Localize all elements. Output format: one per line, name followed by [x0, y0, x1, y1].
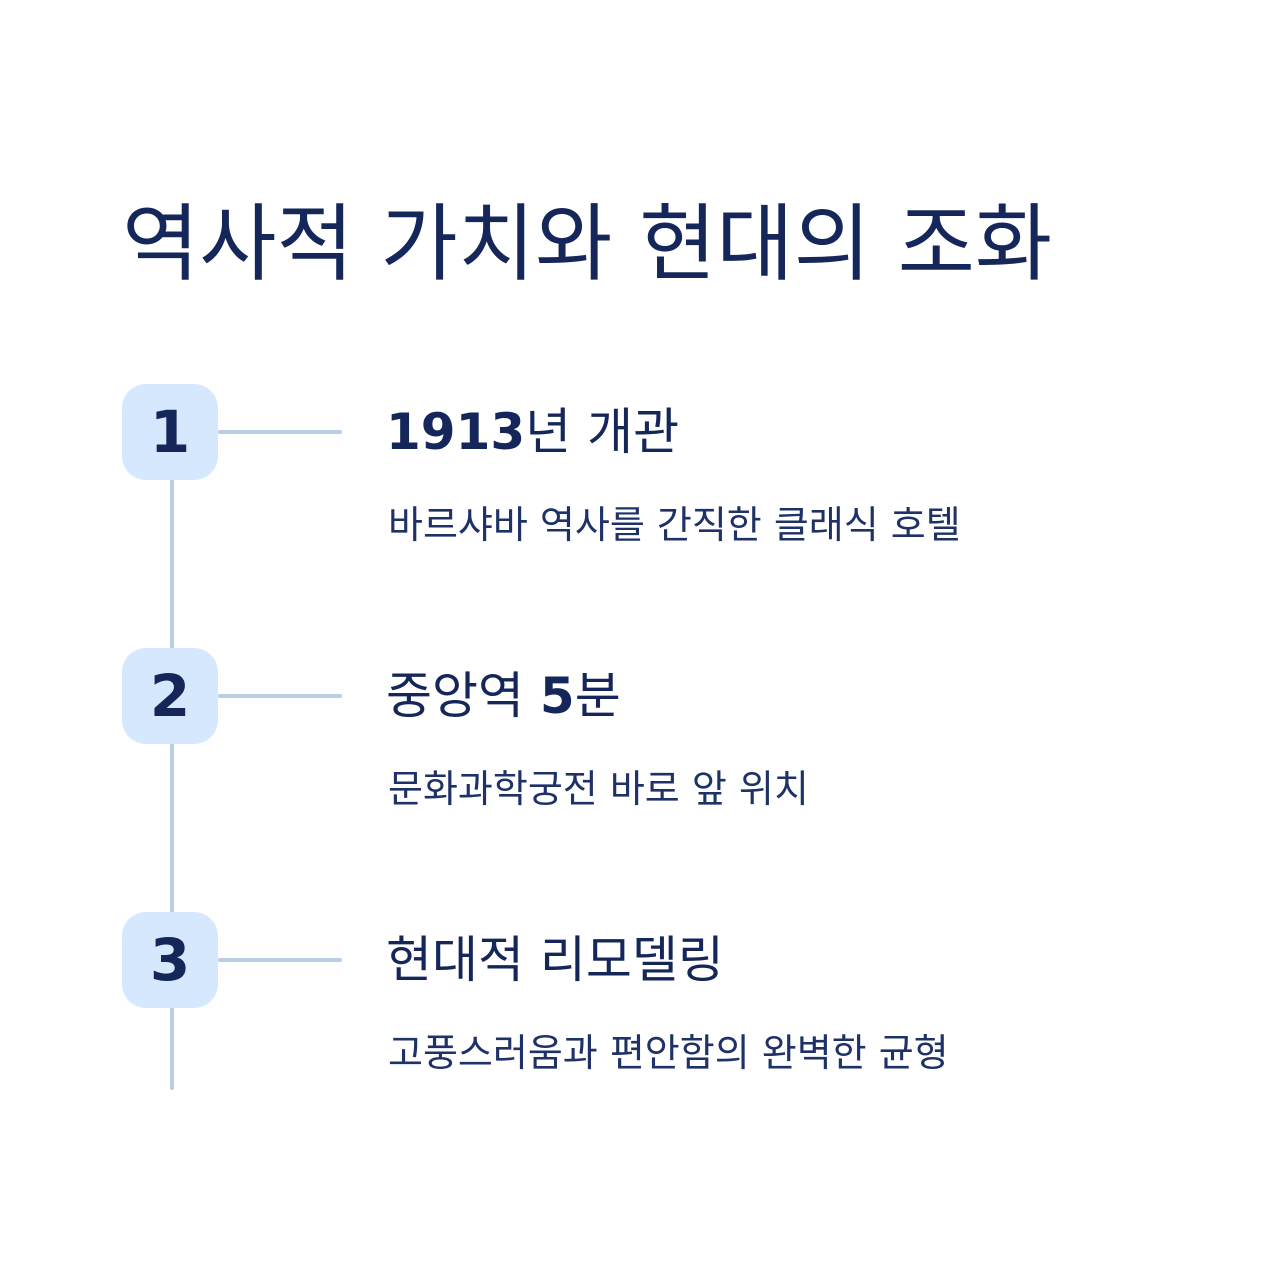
step-number-badge: 3 — [122, 912, 218, 1008]
step-title-emphasis: 1913 — [386, 403, 526, 461]
timeline-step-1: 1 1913년 개관 바르샤바 역사를 간직한 클래식 호텔 — [0, 384, 1280, 584]
page-title: 역사적 가치와 현대의 조화 — [122, 195, 1053, 293]
step-connector-line — [218, 430, 342, 434]
step-title: 중앙역 5분 — [386, 666, 621, 726]
step-title-text: 년 개관 — [525, 403, 680, 461]
step-title-text: 분 — [574, 667, 621, 725]
step-connector-line — [218, 694, 342, 698]
timeline-step-3: 3 현대적 리모델링 고풍스러움과 편안함의 완벽한 균형 — [0, 912, 1280, 1112]
step-number-badge: 1 — [122, 384, 218, 480]
step-title-prefix: 중앙역 — [386, 667, 540, 725]
step-title: 현대적 리모델링 — [386, 930, 724, 990]
step-connector-line — [218, 958, 342, 962]
timeline-spine — [170, 430, 174, 1090]
step-description: 고풍스러움과 편안함의 완벽한 균형 — [388, 1031, 949, 1075]
step-number-badge: 2 — [122, 648, 218, 744]
step-title-emphasis: 5 — [539, 667, 575, 725]
step-title-text: 현대적 리모델링 — [386, 931, 724, 989]
step-description: 바르샤바 역사를 간직한 클래식 호텔 — [388, 503, 961, 547]
step-title: 1913년 개관 — [386, 402, 679, 462]
step-description: 문화과학궁전 바로 앞 위치 — [388, 767, 809, 811]
timeline-step-2: 2 중앙역 5분 문화과학궁전 바로 앞 위치 — [0, 648, 1280, 848]
